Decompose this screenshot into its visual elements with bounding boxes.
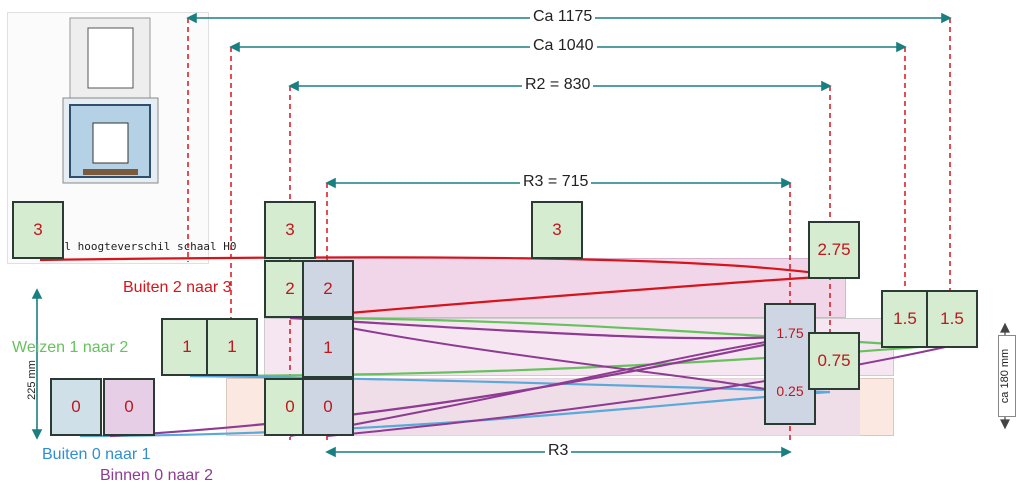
level-175-label: 1.75 — [776, 325, 804, 341]
inset-sketch — [13, 17, 159, 214]
level-box-15-a: 1.5 — [881, 290, 929, 348]
dimension-ca1175: Ca 1175 — [530, 8, 596, 26]
route-label-binnen-0-2: Binnen 0 naar 2 — [100, 467, 213, 484]
right-scale-label: ca 180 mm — [999, 348, 1012, 404]
level-box-3-a: 3 — [264, 201, 316, 259]
level-box-025: 0.25 — [776, 383, 804, 399]
dimension-r2: R2 = 830 — [522, 76, 594, 94]
level-box-1-b: 1 — [206, 318, 258, 376]
level-box-0-b: 0 — [103, 378, 155, 436]
dimension-ca1040: Ca 1040 — [530, 37, 597, 55]
right-scale-frame — [998, 335, 1016, 417]
level-box-15-b: 1.5 — [926, 290, 978, 348]
level-box-3-b: 3 — [531, 201, 583, 259]
dimension-r3-top: R3 = 715 — [520, 173, 592, 191]
inset-title: Minimaal hoogteverschil schaal H0 — [18, 240, 237, 253]
route-label-buiten-2-3: Buiten 2 naar 3 — [123, 279, 232, 296]
route-label-buiten-0-1: Buiten 0 naar 1 — [42, 446, 151, 463]
level-box-0-a: 0 — [50, 378, 102, 436]
inset-drawing — [7, 12, 209, 264]
level-box-275: 2.75 — [808, 221, 860, 279]
level-box-1-c: 1 — [302, 318, 354, 378]
level-box-0-d: 0 — [302, 378, 354, 436]
route-label-weizen-1-2: Weizen 1 naar 2 — [12, 339, 129, 356]
level-box-2-b: 2 — [302, 260, 354, 318]
left-scale-label: 225 mm — [25, 360, 38, 400]
level-box-075: 0.75 — [808, 332, 860, 390]
level-box-3-left: 3 — [12, 201, 64, 259]
dimension-r3-bottom: R3 — [545, 442, 572, 460]
